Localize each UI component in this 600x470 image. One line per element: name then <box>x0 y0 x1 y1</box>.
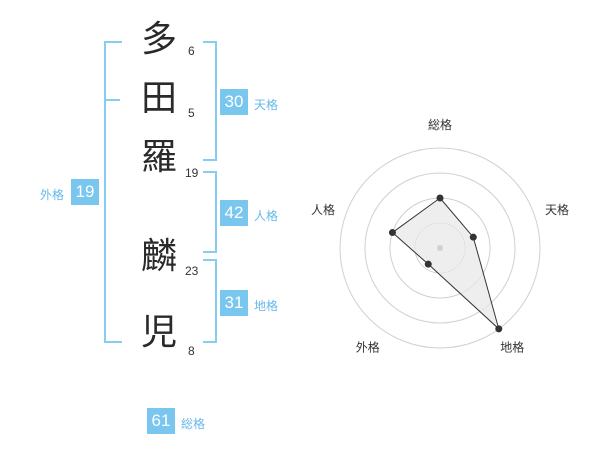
stroke-count-5: 8 <box>188 344 195 358</box>
radar-ring-3 <box>364 172 516 324</box>
jinkaku-bracket <box>203 171 217 253</box>
name-char-5: 児 <box>140 312 177 353</box>
radar-point-2 <box>495 325 503 333</box>
radar-point-0 <box>436 194 444 202</box>
tenkaku-value: 30 <box>220 89 248 115</box>
radar-ring-4 <box>339 147 541 349</box>
radar-axis-label-0: 総格 <box>428 117 452 132</box>
radar-point-1 <box>469 233 477 241</box>
tenkaku-bracket <box>203 41 217 161</box>
gaikaku-bracket <box>104 41 122 343</box>
gaikaku-value: 19 <box>71 179 99 205</box>
radar-axis-label-4: 人格 <box>311 202 335 217</box>
jinkaku-label: 人格 <box>254 209 279 223</box>
radar-points <box>388 194 503 333</box>
radar-polygon <box>391 197 500 331</box>
name-char-1: 多 <box>140 19 177 60</box>
soukaku-label: 総格 <box>181 417 206 431</box>
stroke-count-2: 5 <box>188 106 195 120</box>
radar-axis-label-2: 地格 <box>500 340 524 355</box>
jinkaku-value: 42 <box>220 200 248 226</box>
chikaku-label: 地格 <box>254 299 279 313</box>
radar-point-4 <box>388 229 396 237</box>
name-char-4: 麟 <box>140 236 177 277</box>
gaikaku-label: 外格 <box>40 188 65 202</box>
tenkaku-label: 天格 <box>254 98 279 112</box>
radar-axis-label-1: 天格 <box>545 202 569 217</box>
radar-point-3 <box>424 260 432 268</box>
radar-center <box>437 245 443 251</box>
name-char-3: 羅 <box>140 137 177 178</box>
name-char-2: 田 <box>140 78 177 119</box>
radar-axis-label-3: 外格 <box>356 340 380 355</box>
stroke-count-3: 19 <box>185 166 199 180</box>
soukaku-value: 61 <box>147 408 175 434</box>
chikaku-bracket <box>203 259 217 343</box>
stroke-count-4: 23 <box>185 264 199 278</box>
gaikaku-bracket-tick <box>104 99 120 101</box>
chikaku-value: 31 <box>220 290 248 316</box>
stroke-count-1: 6 <box>188 44 195 58</box>
